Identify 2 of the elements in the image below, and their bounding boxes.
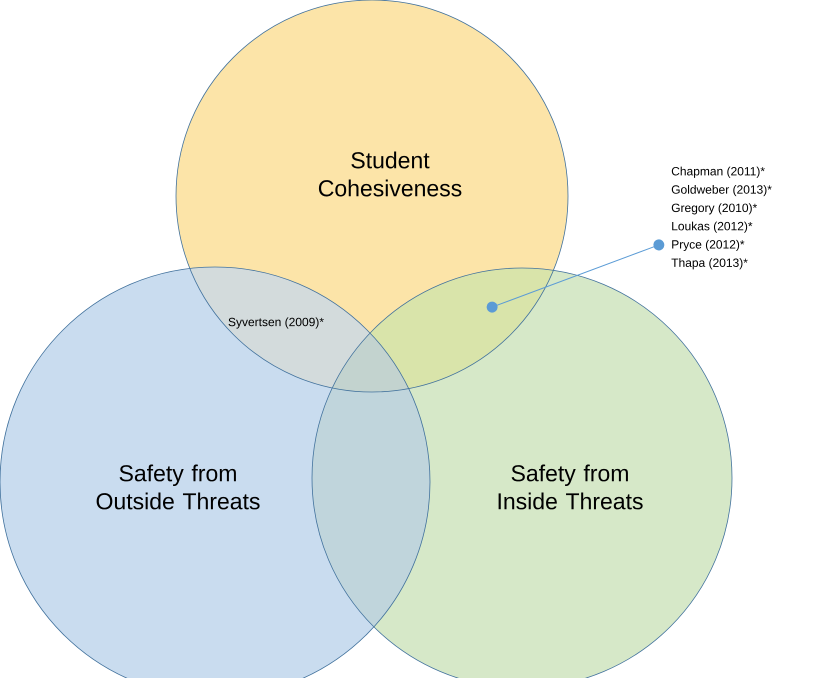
citation-list: Chapman (2011)* Goldweber (2013)* Gregory (2010)* Loukas (2012)* Pryce (2012)* Thapa (2013)* [671,166,772,270]
leader-line [486,239,664,313]
